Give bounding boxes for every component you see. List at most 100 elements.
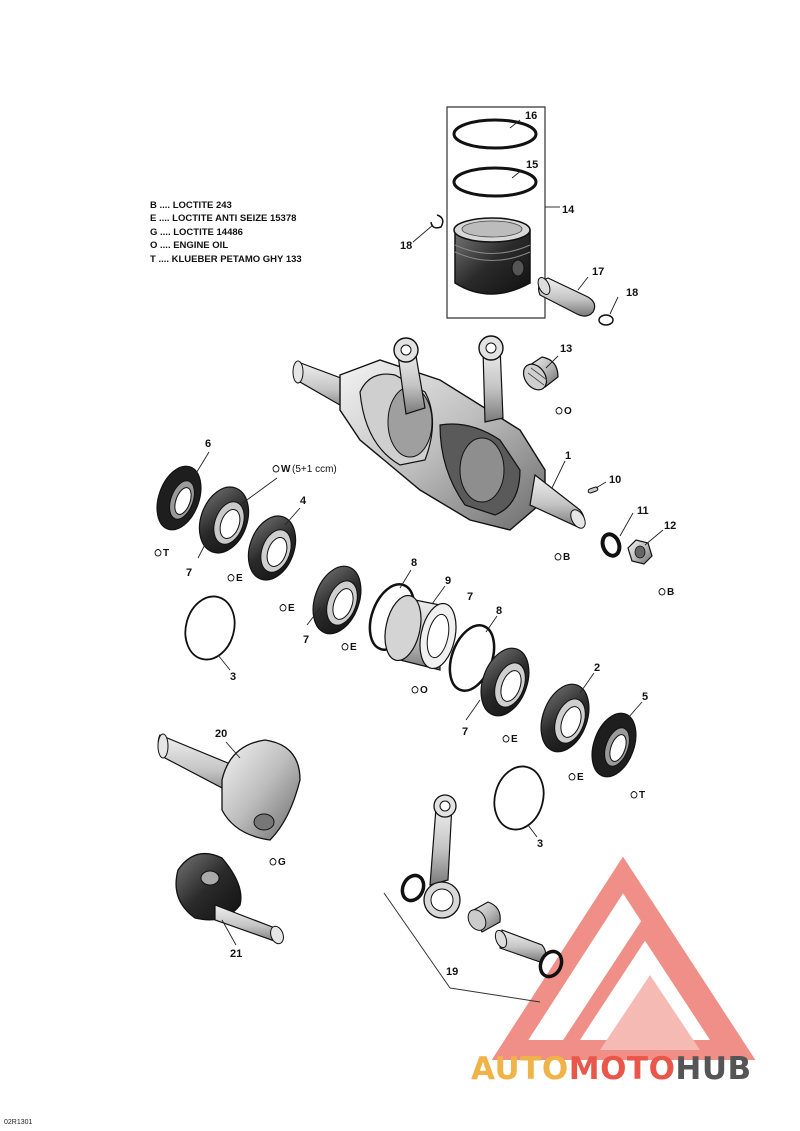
legend-item-o: O .... ENGINE OIL <box>150 240 229 252</box>
part-number-21: 21 <box>230 948 242 960</box>
part-number-15: 15 <box>526 159 538 171</box>
part-number-19: 19 <box>446 966 458 978</box>
nut-12 <box>627 539 653 565</box>
drop-callouts: O B B T E E E O E E T G <box>154 406 674 868</box>
part-number-4: 4 <box>300 495 307 507</box>
drop-callout-b: B <box>554 552 570 563</box>
drop-callout-t: T <box>630 790 645 801</box>
part-number-16: 16 <box>525 110 537 122</box>
drop-callout-letter: O <box>564 406 572 417</box>
part-number-3: 3 <box>537 838 543 850</box>
part-number-9: 9 <box>445 575 451 587</box>
drop-callout-letter: B <box>667 587 674 598</box>
drop-callout-letter: E <box>511 734 518 745</box>
part-number-8: 8 <box>496 605 502 617</box>
watermark-part-auto: AUTO <box>471 1051 569 1087</box>
drop-callout-e: E <box>568 772 584 783</box>
legend-item-g: G .... LOCTITE 14486 <box>150 226 243 238</box>
drop-callout-g: G <box>269 857 286 868</box>
part-number-20: 20 <box>215 728 227 740</box>
crankshaft-assembly <box>292 335 586 531</box>
drop-callout-letter: E <box>288 603 295 614</box>
o-ring-3-right <box>493 765 545 831</box>
crankshaft-half-21 <box>175 852 284 945</box>
drop-callout-letter: E <box>577 772 584 783</box>
crankshaft-half-20 <box>157 733 301 841</box>
oil-seal-5 <box>591 712 637 778</box>
drop-icon <box>279 604 287 612</box>
drop-callout-o: O <box>411 685 428 696</box>
key-10 <box>587 486 599 494</box>
drop-icon <box>269 858 277 866</box>
connecting-rod-kit-19 <box>383 794 564 1003</box>
part-number-6: 6 <box>205 438 211 450</box>
drop-icon <box>411 686 419 694</box>
part-number-7: 7 <box>467 591 473 603</box>
drop-callout-letter: E <box>236 573 243 584</box>
part-number-12: 12 <box>664 520 676 532</box>
drop-icon <box>341 643 349 651</box>
legend-item-b: B .... LOCTITE 243 <box>150 200 232 211</box>
leader-lines <box>194 119 664 946</box>
drop-callout-e: E <box>502 734 518 745</box>
bearing-left-outer <box>198 486 250 554</box>
bearing-4 <box>247 515 297 581</box>
drop-icon <box>554 553 562 561</box>
part-number-3: 3 <box>230 671 236 683</box>
needle-bearing-13 <box>522 356 559 391</box>
callout-w-detail: (5+1 ccm) <box>292 464 337 475</box>
part-number-18: 18 <box>400 240 412 252</box>
drop-callout-e: E <box>227 573 243 584</box>
drop-callout-e: E <box>341 642 357 653</box>
drop-callout-o: O <box>555 406 572 417</box>
piston-ring-16 <box>452 118 538 150</box>
drop-callout-letter: T <box>639 790 645 801</box>
part-number-2: 2 <box>594 662 600 674</box>
watermark-part-hub: HUB <box>675 1051 752 1087</box>
illustration-code: 02R1301 <box>4 1119 33 1126</box>
oil-seal-6 <box>156 465 202 531</box>
drop-icon <box>630 791 638 799</box>
lubricant-legend: B .... LOCTITE 243 E .... LOCTITE ANTI S… <box>150 199 302 266</box>
part-number-18: 18 <box>626 287 638 299</box>
drop-callout-b: B <box>658 587 674 598</box>
piston-ring-15 <box>452 166 538 198</box>
legend-item-t: T .... KLUEBER PETAMO GHY 133 <box>150 253 302 265</box>
part-number-7: 7 <box>303 634 309 646</box>
drop-icon <box>154 549 162 557</box>
part-number-14: 14 <box>562 204 575 216</box>
watermark-text: AUTOMOTOHUB <box>471 1051 752 1087</box>
callout-w: W (5+1 ccm) <box>272 464 337 475</box>
circlip-18-lower <box>598 314 614 326</box>
o-ring-3-left <box>184 595 236 661</box>
watermark-part-moto: MOTO <box>568 1051 676 1087</box>
drop-callout-letter: B <box>563 552 570 563</box>
piston <box>453 217 531 295</box>
drop-icon <box>658 588 666 596</box>
circlip-18-upper <box>430 214 444 229</box>
part-number-7: 7 <box>462 726 468 738</box>
drop-callout-letter: G <box>278 857 286 868</box>
drop-icon <box>227 574 235 582</box>
legend-item-e: E .... LOCTITE ANTI SEIZE 15378 <box>150 213 297 225</box>
callout-w-letter: W <box>281 464 291 475</box>
part-number-8: 8 <box>411 557 417 569</box>
bearing-center-right <box>480 647 530 717</box>
part-number-11: 11 <box>637 505 649 517</box>
piston-assembly-box <box>446 106 560 319</box>
part-number-5: 5 <box>642 691 648 703</box>
bearing-sleeve-9 <box>384 594 457 671</box>
drop-icon <box>502 735 510 743</box>
drop-callout-letter: E <box>350 642 357 653</box>
part-number-7: 7 <box>186 567 192 579</box>
drop-callout-e: E <box>279 603 295 614</box>
bearing-2 <box>540 683 590 753</box>
drop-callout-t: T <box>154 548 169 559</box>
drop-callout-letter: T <box>163 548 169 559</box>
watermark-logo <box>491 856 756 1060</box>
drop-icon <box>568 773 576 781</box>
part-number-13: 13 <box>560 343 572 355</box>
drop-callout-letter: O <box>420 685 428 696</box>
